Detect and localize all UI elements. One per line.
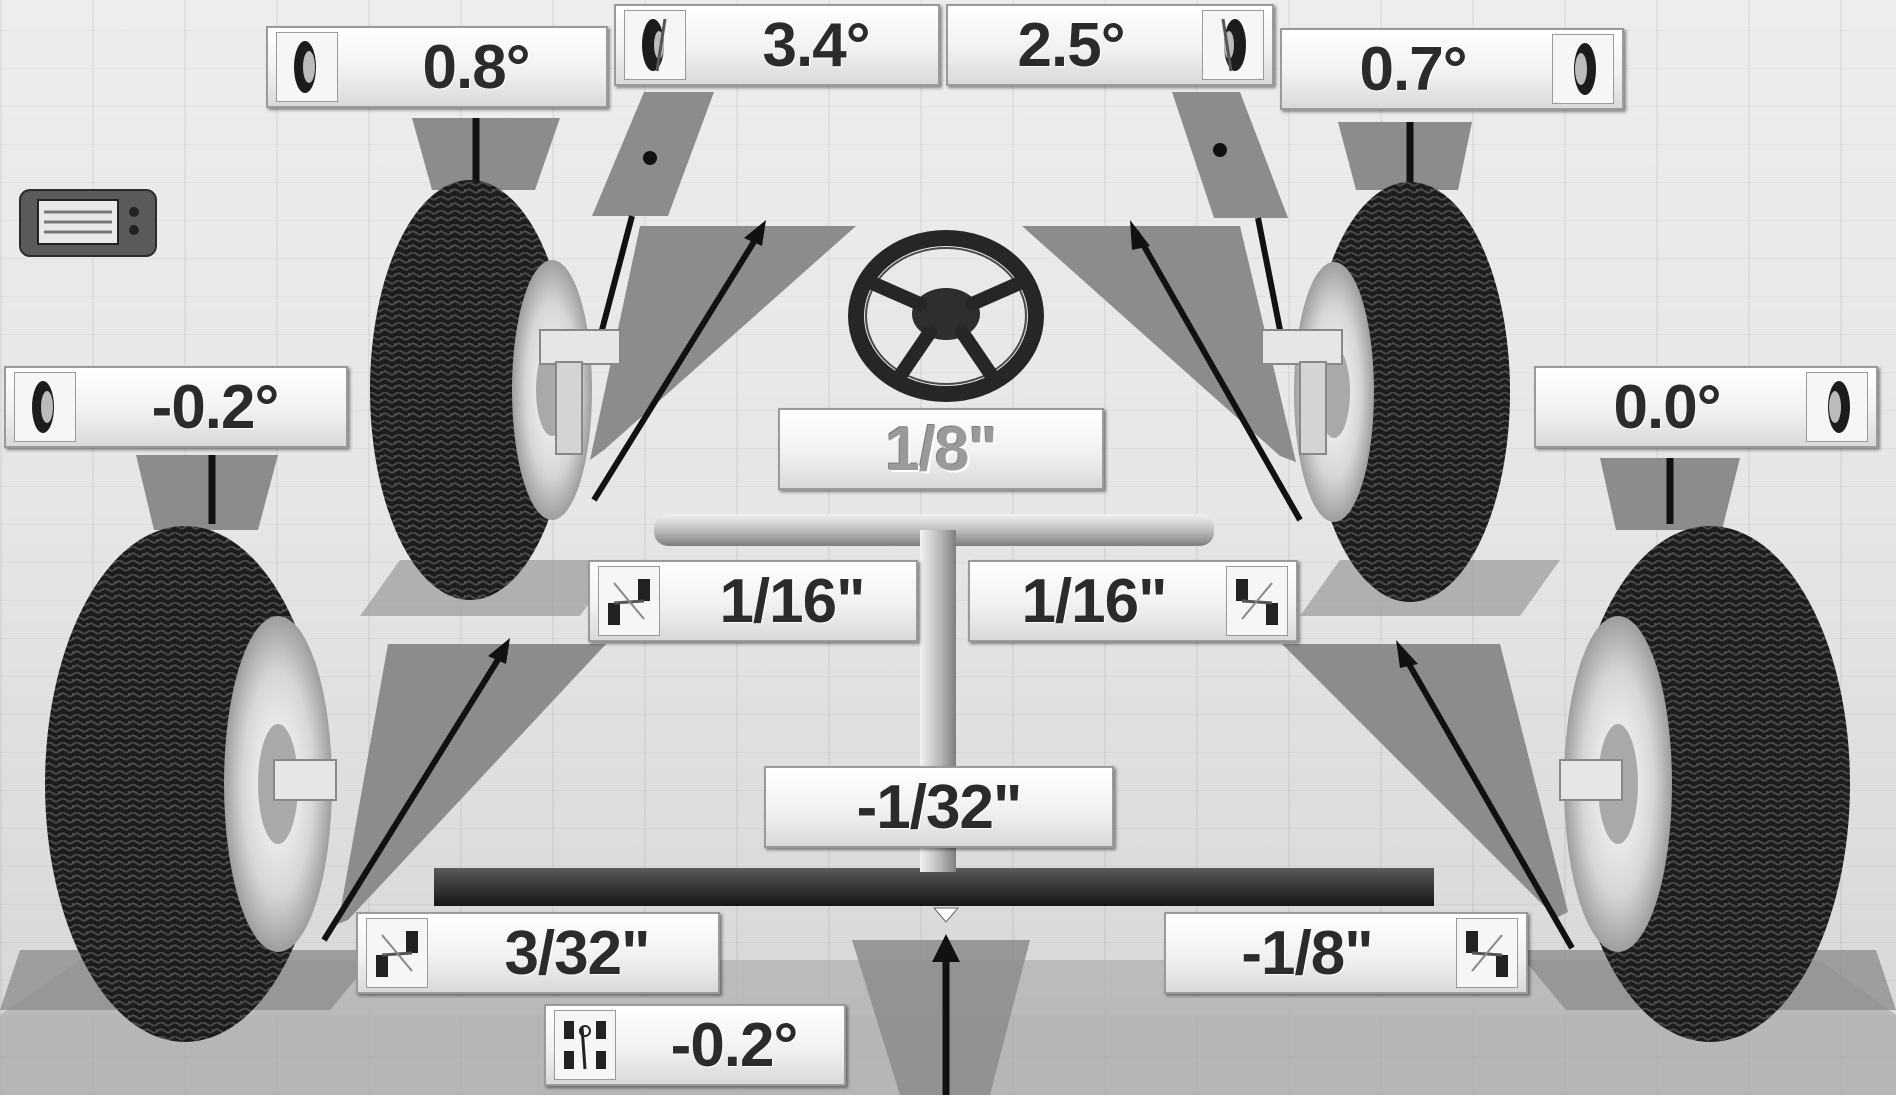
caster-wedges [592,92,1288,331]
wheel-camber-icon [14,372,76,442]
front-left-wheel [360,180,621,616]
front-right-wheel [1261,182,1560,616]
rear-right-toe-readout[interactable]: -1/8" [1164,912,1528,994]
rear-right-camber-readout[interactable]: 0.0° [1534,366,1878,448]
front-right-camber-readout[interactable]: 0.7° [1280,28,1624,110]
front-left-toe-readout[interactable]: 1/16" [588,560,918,642]
alignment-head-device-icon[interactable] [18,188,158,258]
front-left-toe-value: 1/16" [719,566,865,636]
wheel-caster-icon [624,10,686,80]
toe-wedges [321,220,1575,950]
total-toe-value: 1/8" [885,414,998,484]
front-right-camber-value: 0.7° [1359,34,1468,104]
front-right-caster-value: 2.5° [1017,10,1126,80]
toe-gauge-icon [1226,566,1288,636]
steering-wheel-icon [848,230,1044,402]
toe-gauge-icon [1456,918,1518,988]
wheel-caster-icon [1202,10,1264,80]
front-left-camber-value: 0.8° [422,32,531,102]
setback-value: -1/32" [856,772,1023,842]
toe-gauge-icon [366,918,428,988]
front-left-camber-readout[interactable]: 0.8° [266,26,608,108]
rear-left-toe-readout[interactable]: 3/32" [356,912,720,994]
front-right-toe-readout[interactable]: 1/16" [968,560,1298,642]
thrust-wedge [852,907,1030,1095]
thrust-angle-icon [554,1010,616,1080]
rear-left-wheel [0,526,380,1042]
rear-right-camber-value: 0.0° [1613,372,1722,442]
rear-left-camber-value: -0.2° [151,372,280,442]
front-right-toe-value: 1/16" [1021,566,1167,636]
toe-gauge-icon [598,566,660,636]
total-toe-readout[interactable]: 1/8" [778,408,1104,490]
front-left-caster-readout[interactable]: 3.4° [614,4,940,86]
rear-right-toe-value: -1/8" [1241,918,1373,988]
rear-right-wheel [1516,526,1896,1042]
wheel-camber-icon [1552,34,1614,104]
front-left-caster-value: 3.4° [762,10,871,80]
wheel-camber-icon [276,32,338,102]
wheel-camber-icon [1806,372,1868,442]
rear-left-toe-value: 3/32" [504,918,650,988]
rear-left-camber-readout[interactable]: -0.2° [4,366,348,448]
thrust-angle-value: -0.2° [670,1010,799,1080]
front-right-caster-readout[interactable]: 2.5° [946,4,1274,86]
rear-axle-bar [434,868,1434,906]
camber-wedges [136,118,1740,530]
thrust-angle-readout[interactable]: -0.2° [544,1004,846,1086]
setback-readout[interactable]: -1/32" [764,766,1114,848]
